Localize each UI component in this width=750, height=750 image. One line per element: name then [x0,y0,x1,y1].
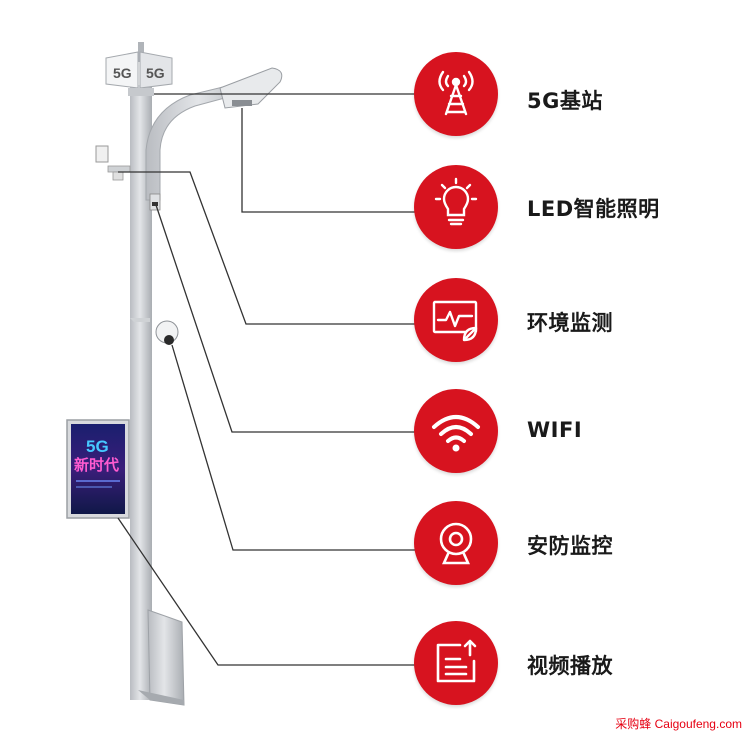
connector-video [117,517,420,666]
feature-label-led: LED智能照明 [527,197,660,221]
light-bulb-icon [434,177,478,226]
feature-circle-5g [414,52,498,136]
video-screen [71,424,125,514]
pole-shaft [130,85,152,700]
antenna-label-left: 5G [113,65,132,81]
screen-text-bottom: 新时代 [74,456,119,474]
env-sensor [95,145,109,163]
camera-bracket [130,318,150,322]
connector-led [241,108,420,213]
feature-circle-security [414,501,498,585]
antenna-box-right [139,51,173,89]
feature-label-environment: 环境监测 [527,311,613,335]
connector-lines [117,93,420,666]
screen-text-top: 5G [86,437,109,456]
connector-wifi [155,204,420,433]
connector-security [171,344,420,551]
feature-label-security: 安防监控 [527,534,613,558]
feature-circle-wifi [414,389,498,473]
feature-label-video: 视频播放 [527,654,613,678]
feature-circle-environment [414,278,498,362]
antenna-label-right: 5G [146,65,165,81]
pole-base [147,609,185,706]
lamp-head [219,67,283,109]
feature-label-wifi: WIFI [527,418,583,442]
feature-circle-video [414,621,498,705]
connector-environment [118,171,420,325]
environment-monitor-icon [432,300,478,342]
wifi-icon [432,415,480,452]
feature-label-5g: 5G基站 [527,89,603,113]
security-camera-icon [439,522,473,565]
watermark: 采购蜂 Caigoufeng.com [615,717,742,731]
signal-tower-icon [438,70,474,116]
feature-circle-led [414,165,498,249]
video-upload-icon [436,639,477,683]
